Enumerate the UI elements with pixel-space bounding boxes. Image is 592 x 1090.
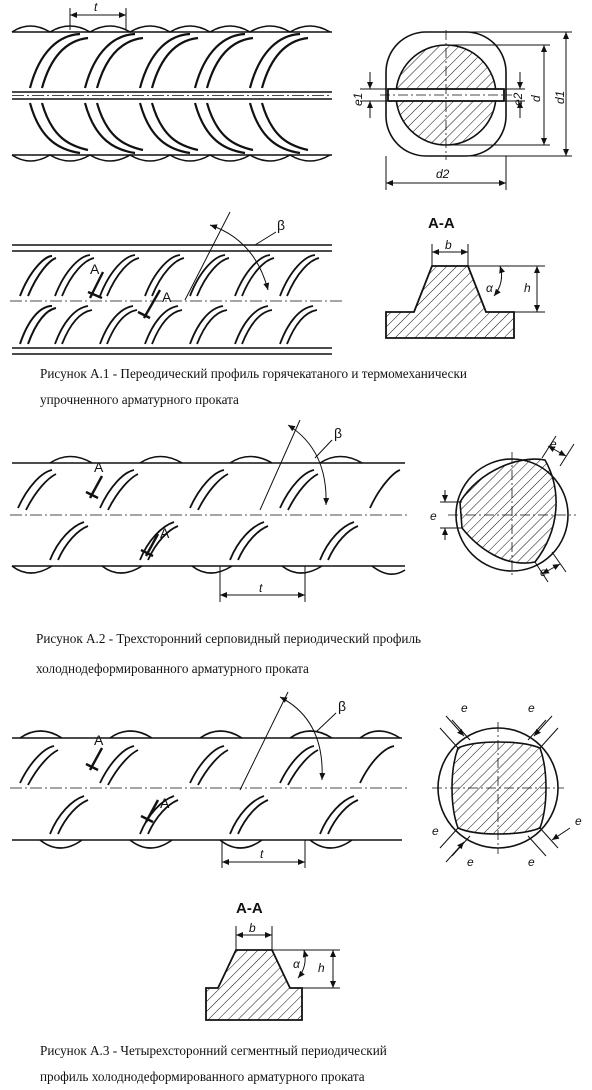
fig2-angle-beta-label: β [334, 425, 342, 441]
figure-1-caption-line-2: упрочненного арматурного проката [40, 392, 239, 407]
dim-e1-label: e1 [351, 93, 365, 106]
fig3-angle-alpha-label: α [293, 957, 301, 971]
section-title-a-a: А-А [428, 215, 455, 232]
figure-3-caption-line-2: профиль холоднодеформированного арматурн… [40, 1069, 365, 1084]
figure-1-caption-line-1: Рисунок А.1 - Переодический профиль горя… [40, 366, 467, 381]
figure-2-cross-section [440, 435, 576, 583]
fig2-section-marker-bottom: А [160, 525, 170, 541]
figure-3-rebar-side-view [10, 691, 410, 868]
fig3-dim-h-label: h [318, 961, 325, 975]
figure-1-cross-section [360, 30, 572, 190]
fig3-section-marker-top: А [94, 732, 104, 748]
fig3-dim-e-bottom-right: e [528, 855, 535, 869]
figure-1-section-a-a: А-А b h α [385, 215, 545, 339]
fig2-dim-t-label: t [259, 581, 263, 595]
figure-1-rebar-side-view [10, 211, 345, 355]
angle-beta-label: β [277, 217, 285, 233]
dim-d2-label: d2 [436, 167, 450, 181]
section-marker-a-bottom: А [162, 289, 172, 305]
figure-1-rebar-top-view [11, 8, 332, 162]
fig2-dim-e-left: e [430, 509, 437, 523]
fig3-dim-e-right: e [575, 814, 582, 828]
fig3-section-marker-bottom: А [160, 795, 170, 811]
dim-t-label: t [94, 0, 98, 14]
figure-2-caption: Рисунок А.2 - Трехсторонний серповидный … [36, 624, 421, 684]
figure-2-rebar-side-view [10, 419, 410, 602]
fig3-section-title-a-a: А-А [236, 900, 263, 917]
figure-2-caption-line-1: Рисунок А.2 - Трехсторонний серповидный … [36, 631, 422, 646]
dim-h-label: h [524, 281, 531, 295]
fig3-dim-b-label: b [249, 921, 256, 935]
dim-b-label: b [445, 238, 452, 252]
fig3-dim-e-bottom-left: e [432, 824, 439, 838]
fig3-dim-e-top-right: e [528, 701, 535, 715]
figure-3-caption: Рисунок А.3 - Четырехсторонний сегментны… [40, 1038, 387, 1090]
fig3-dim-e-bottom: e [467, 855, 474, 869]
fig2-dim-e-top: e [550, 437, 557, 451]
fig3-dim-e-top-left: e [461, 701, 468, 715]
section-marker-a-top: А [90, 261, 100, 277]
figure-3-section-a-a: А-А b h α [205, 900, 340, 1021]
figure-3-cross-section [432, 715, 571, 863]
figure-3-caption-line-1: Рисунок А.3 - Четырехсторонний сегментны… [40, 1043, 387, 1058]
figure-2-caption-line-2: холоднодеформированного арматурного прок… [36, 661, 309, 676]
fig2-section-marker-top: А [94, 459, 104, 475]
figure-1-caption: Рисунок А.1 - Переодический профиль горя… [40, 361, 467, 413]
fig2-dim-e-bottom: e [540, 565, 547, 579]
fig3-dim-t-label: t [260, 847, 264, 861]
fig3-angle-beta-label: β [338, 698, 346, 714]
dim-d1-label: d1 [553, 91, 567, 104]
angle-alpha-label: α [486, 281, 494, 295]
dim-d-label: d [529, 95, 543, 102]
dim-e2-label: e2 [511, 92, 525, 106]
